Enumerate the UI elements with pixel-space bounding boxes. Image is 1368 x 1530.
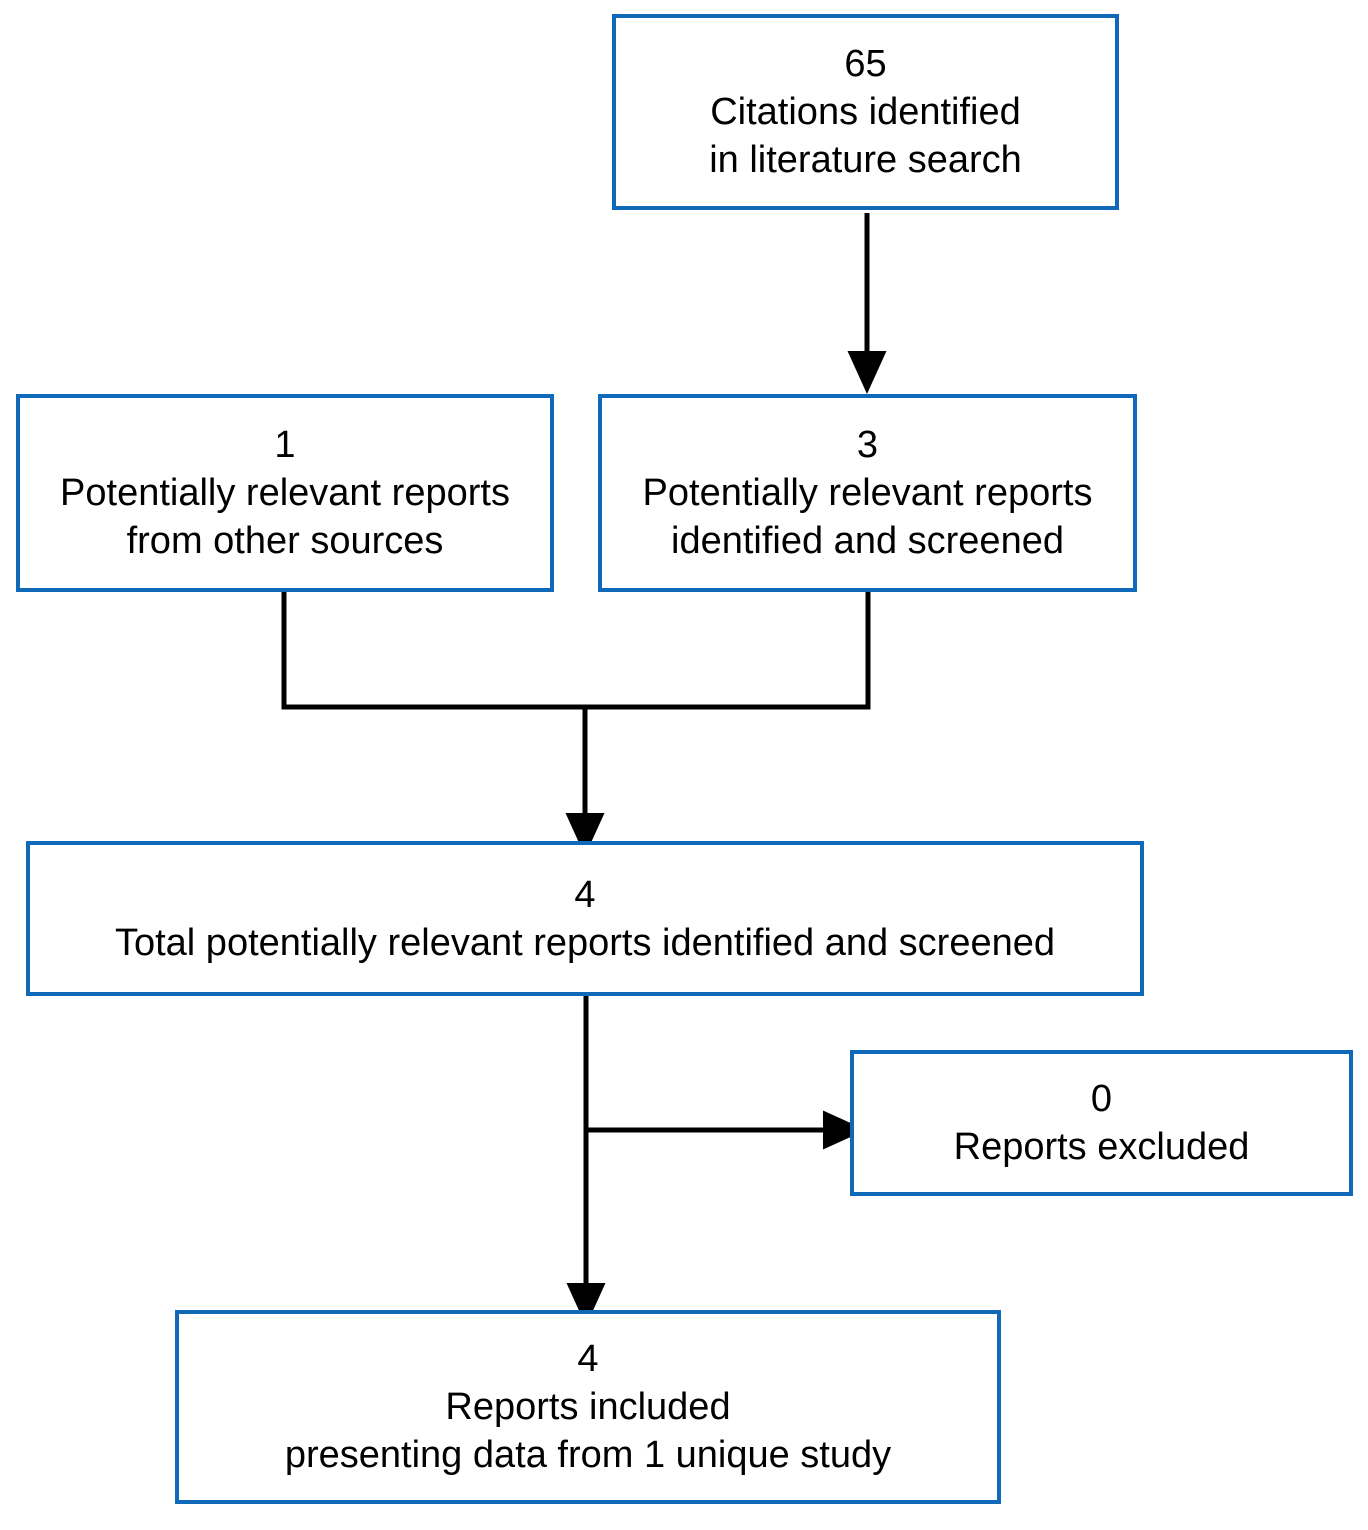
node-reports-identified-screened-line1: Potentially relevant reports [642, 472, 1093, 514]
node-citations-identified: 65 Citations identified in literature se… [612, 14, 1119, 210]
node-reports-identified-screened: 3 Potentially relevant reports identifie… [598, 394, 1137, 592]
node-reports-identified-screened-count: 3 [856, 424, 879, 466]
node-reports-included-line2: presenting data from 1 unique study [284, 1434, 892, 1476]
node-reports-other-sources: 1 Potentially relevant reports from othe… [16, 394, 554, 592]
node-reports-excluded-count: 0 [1090, 1078, 1113, 1120]
node-reports-other-sources-line2: from other sources [126, 520, 444, 562]
node-total-reports-screened: 4 Total potentially relevant reports ide… [26, 841, 1144, 996]
node-reports-excluded-line1: Reports excluded [953, 1126, 1250, 1168]
node-reports-other-sources-line1: Potentially relevant reports [60, 472, 510, 514]
node-citations-identified-line2: in literature search [709, 139, 1022, 181]
node-reports-included: 4 Reports included presenting data from … [175, 1310, 1001, 1504]
node-reports-excluded: 0 Reports excluded [850, 1050, 1353, 1196]
node-reports-included-count: 4 [577, 1338, 599, 1380]
node-total-reports-screened-line1: Total potentially relevant reports ident… [114, 921, 1056, 964]
node-reports-other-sources-count: 1 [274, 424, 296, 466]
node-reports-identified-screened-line2: identified and screened [671, 520, 1064, 562]
node-citations-identified-count: 65 [844, 43, 887, 85]
node-citations-identified-line1: Citations identified [710, 91, 1021, 133]
node-total-reports-screened-count: 4 [574, 873, 596, 916]
node-reports-included-line1: Reports included [445, 1386, 731, 1428]
